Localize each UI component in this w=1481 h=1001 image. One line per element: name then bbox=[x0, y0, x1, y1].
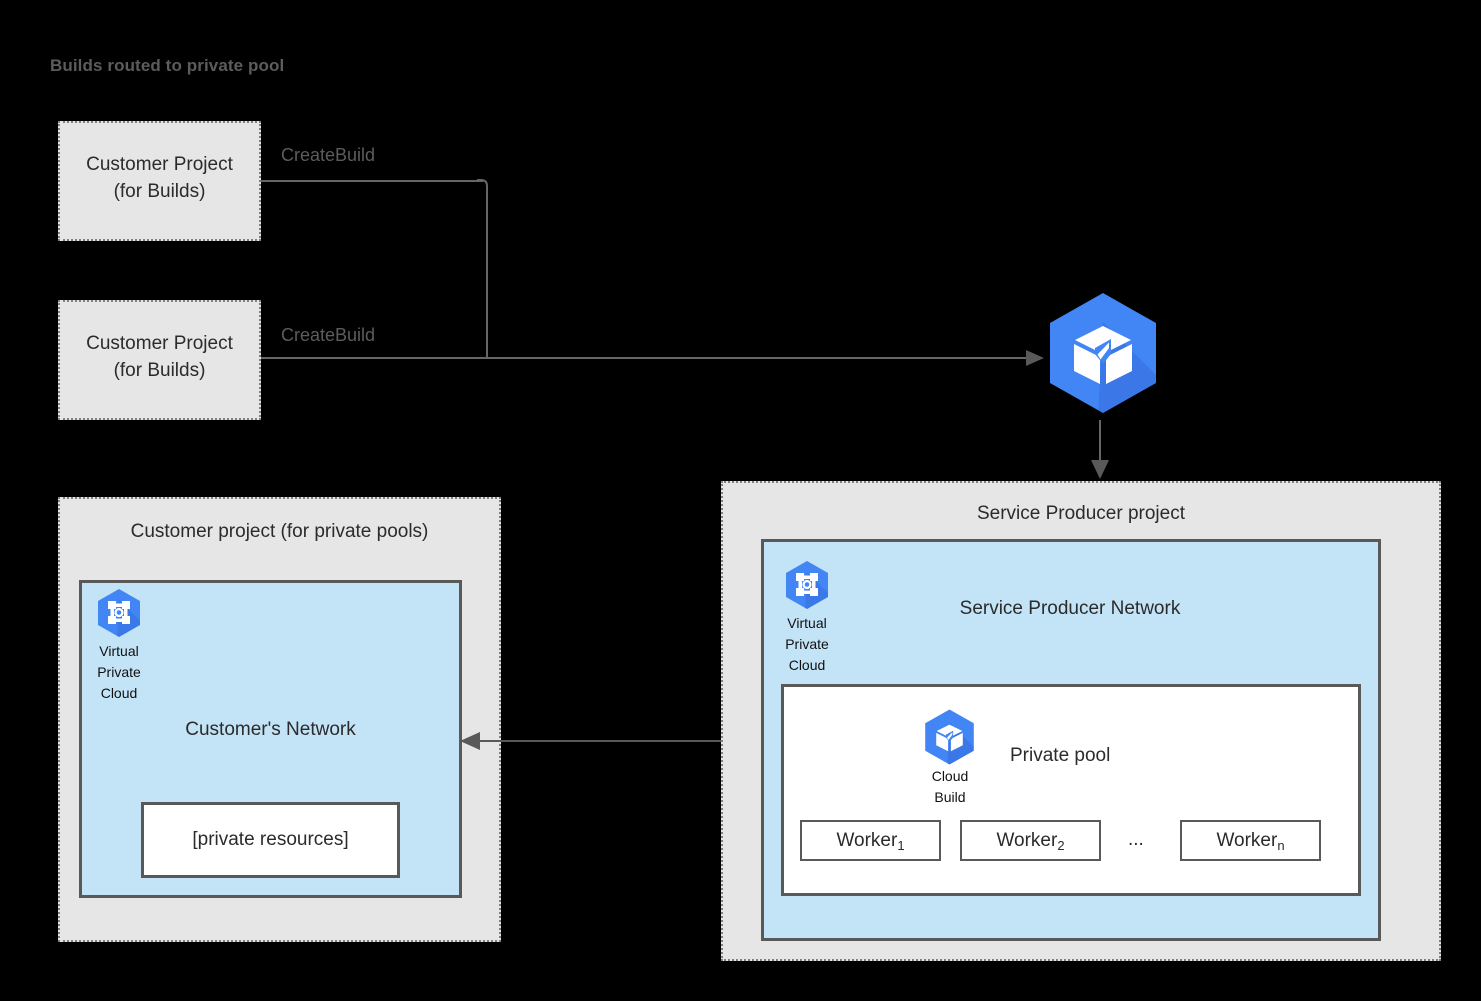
create-build-line-2-horizontal bbox=[261, 357, 1036, 359]
page-title: Builds routed to private pool bbox=[50, 56, 285, 75]
worker-subscript-2: 2 bbox=[1057, 837, 1065, 853]
worker-box-n: Workern bbox=[1180, 820, 1321, 861]
customers-network-title: Customer's Network bbox=[185, 719, 356, 740]
create-build-line-1-vertical bbox=[486, 188, 488, 358]
cloud-build-to-producer-line bbox=[1099, 420, 1101, 464]
private-pool-title: Private pool bbox=[1010, 745, 1111, 766]
private-resources-label: [private resources] bbox=[192, 829, 349, 850]
create-build-arrowhead bbox=[1026, 350, 1044, 366]
cloud-build-caption: Cloud Build bbox=[931, 768, 969, 805]
worker-box-2: Worker2 bbox=[960, 820, 1101, 861]
virtual-private-cloud-caption-right: Virtual Private Cloud bbox=[785, 615, 829, 673]
worker-subscript-n: n bbox=[1277, 837, 1285, 853]
customer-private-pools-project-title: Customer project (for private pools) bbox=[130, 521, 429, 542]
worker-label-2: Worker2 bbox=[996, 829, 1065, 853]
worker-name-1: Worker bbox=[836, 829, 898, 851]
worker-name-2: Worker bbox=[996, 829, 1058, 851]
customer-project-builds-box-1: Customer Project (for Builds) bbox=[58, 121, 261, 241]
virtual-private-cloud-icon bbox=[786, 561, 828, 609]
create-build-label-1: CreateBuild bbox=[281, 145, 376, 165]
private-pool-box bbox=[781, 684, 1361, 896]
create-build-label-2: CreateBuild bbox=[281, 325, 376, 345]
cloud-build-to-producer-arrowhead bbox=[1091, 460, 1109, 479]
worker-label-1: Worker1 bbox=[836, 829, 905, 853]
worker-box-1: Worker1 bbox=[800, 820, 941, 861]
create-build-corner-1 bbox=[477, 179, 488, 190]
customer-project-builds-label-1: Customer Project (for Builds) bbox=[86, 154, 233, 202]
cloud-build-icon bbox=[925, 709, 974, 765]
cloud-build-icon bbox=[1050, 293, 1156, 413]
virtual-private-cloud-icon bbox=[98, 589, 140, 637]
create-build-line-1-horizontal bbox=[261, 180, 483, 182]
worker-label-n: Workern bbox=[1216, 829, 1285, 853]
worker-name-n: Worker bbox=[1216, 829, 1278, 851]
worker-subscript-1: 1 bbox=[897, 837, 905, 853]
customer-project-builds-box-2: Customer Project (for Builds) bbox=[58, 300, 261, 420]
customer-project-builds-label-2: Customer Project (for Builds) bbox=[86, 333, 233, 381]
private-resources-box: [private resources] bbox=[141, 802, 400, 878]
worker-ellipsis: ... bbox=[1128, 829, 1144, 850]
service-producer-project-title: Service Producer project bbox=[976, 503, 1186, 524]
service-producer-network-title: Service Producer Network bbox=[959, 598, 1181, 619]
virtual-private-cloud-caption-left: Virtual Private Cloud bbox=[97, 643, 141, 701]
